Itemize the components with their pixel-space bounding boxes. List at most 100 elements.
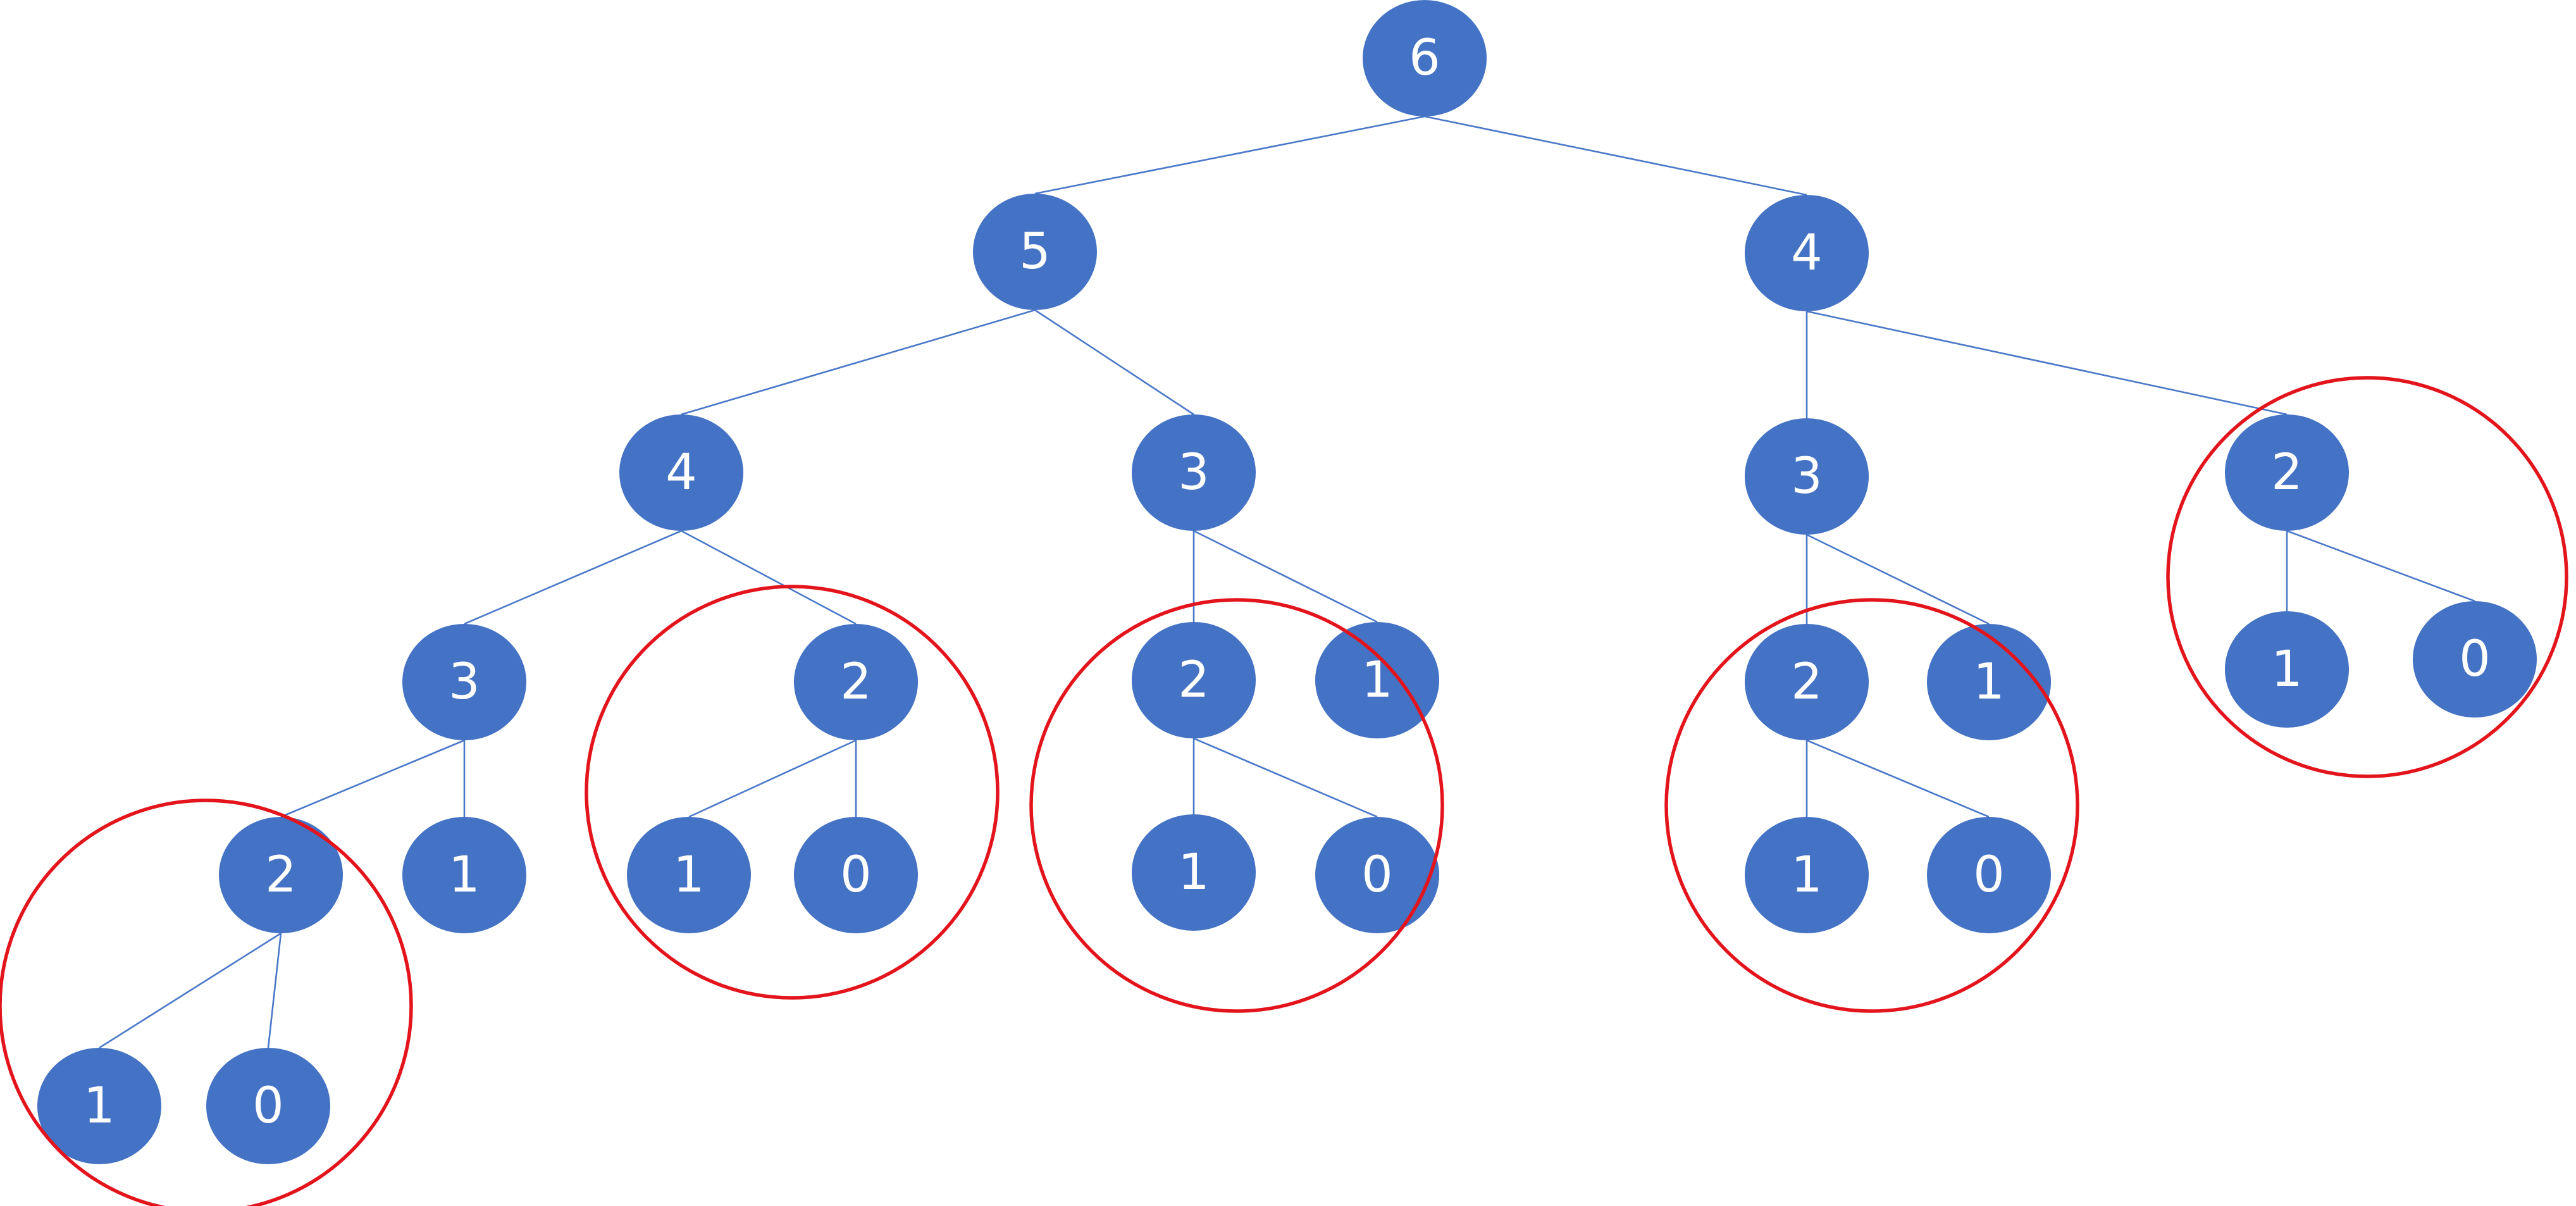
tree-node-n0aa: 0 xyxy=(206,1048,330,1164)
highlight-circle-n2a xyxy=(0,799,413,1206)
node-ellipse xyxy=(1132,414,1256,531)
highlights-layer xyxy=(0,376,2568,1206)
node-label: 4 xyxy=(666,444,697,501)
tree-node-n1dd: 1 xyxy=(1745,817,1869,933)
node-label: 2 xyxy=(840,654,872,711)
edge-n3r-n1d xyxy=(1806,533,1990,625)
node-ellipse xyxy=(1745,418,1869,535)
tree-node-n4l: 4 xyxy=(619,414,743,531)
edge-n3a-n2a xyxy=(280,739,465,818)
node-ellipse xyxy=(206,1048,330,1164)
node-ellipse xyxy=(1132,814,1256,931)
node-label: 1 xyxy=(1361,652,1393,709)
nodes-layer: 6 5 4 4 3 3 2 2 1 1 0 1 0 2 1 1 0 3 2 2 1 1 0 1 0 xyxy=(37,0,2537,1164)
edge-n3m-n1c xyxy=(1193,530,1378,623)
node-ellipse xyxy=(1363,0,1487,116)
edge-n2e-n0e xyxy=(2286,530,2475,602)
tree-node-n0e: 0 xyxy=(2413,601,2537,718)
node-ellipse xyxy=(973,194,1097,310)
node-ellipse xyxy=(402,624,526,740)
node-ellipse xyxy=(1315,622,1439,738)
node-ellipse xyxy=(794,624,918,740)
node-ellipse xyxy=(627,817,751,933)
node-label: 6 xyxy=(1409,30,1440,87)
node-label: 3 xyxy=(449,654,480,711)
edge-n5-n3m xyxy=(1034,309,1194,416)
tree-node-n5: 5 xyxy=(973,194,1097,310)
node-ellipse xyxy=(619,414,743,531)
tree-node-n0b: 0 xyxy=(794,817,918,933)
node-label: 2 xyxy=(1791,654,1823,711)
highlight-circle-n2b xyxy=(585,585,1000,1000)
edge-n2c-n0cc xyxy=(1193,737,1378,818)
node-ellipse xyxy=(2225,414,2349,531)
tree-node-n4r: 4 xyxy=(1745,195,1869,311)
edge-n4l-n2b xyxy=(681,530,857,625)
node-ellipse xyxy=(1927,817,2051,933)
edge-n4l-n3a xyxy=(464,530,682,625)
tree-node-n3m: 3 xyxy=(1132,414,1256,531)
node-label: 4 xyxy=(1791,225,1823,282)
node-ellipse xyxy=(794,817,918,933)
node-ellipse xyxy=(1132,622,1256,738)
node-label: 0 xyxy=(2459,631,2491,688)
node-ellipse xyxy=(1745,195,1869,311)
tree-node-n1cc: 1 xyxy=(1132,814,1256,931)
highlight-circle-n2c xyxy=(1029,598,1444,1013)
tree-node-n2a: 2 xyxy=(219,817,343,933)
highlight-circle-n2d xyxy=(1664,598,2079,1013)
node-ellipse xyxy=(2225,611,2349,728)
node-label: 0 xyxy=(840,847,872,904)
node-label: 1 xyxy=(1178,844,1210,901)
node-ellipse xyxy=(1745,624,1869,740)
edge-n5-n4l xyxy=(681,309,1036,416)
node-label: 1 xyxy=(1973,654,2005,711)
edge-n6-n4r xyxy=(1424,115,1807,196)
node-label: 3 xyxy=(1791,448,1823,505)
edge-n2b-n1b xyxy=(688,739,857,818)
edge-n4r-n2e xyxy=(1806,310,2288,416)
tree-node-n2b: 2 xyxy=(794,624,918,740)
node-label: 3 xyxy=(1178,444,1210,501)
edge-n2d-n0dd xyxy=(1806,739,1990,818)
node-ellipse xyxy=(1745,817,1869,933)
tree-node-n3a: 3 xyxy=(402,624,526,740)
node-ellipse xyxy=(402,817,526,933)
tree-node-n1b: 1 xyxy=(627,817,751,933)
node-label: 2 xyxy=(2271,444,2303,501)
node-label: 1 xyxy=(2271,641,2303,698)
node-ellipse xyxy=(1927,624,2051,740)
tree-node-n1d: 1 xyxy=(1927,624,2051,740)
tree-node-n1aa: 1 xyxy=(37,1048,161,1164)
node-ellipse xyxy=(219,817,343,933)
tree-node-n2e: 2 xyxy=(2225,414,2349,531)
tree-node-n3r: 3 xyxy=(1745,418,1869,535)
node-label: 1 xyxy=(1791,847,1823,904)
tree-node-n1e: 1 xyxy=(2225,611,2349,728)
node-label: 2 xyxy=(265,847,297,904)
tree-node-n0dd: 0 xyxy=(1927,817,2051,933)
node-label: 1 xyxy=(84,1078,115,1135)
tree-node-n2c: 2 xyxy=(1132,622,1256,738)
highlight-circle-n2e xyxy=(2166,376,2568,778)
edge-n2a-n1aa xyxy=(99,932,282,1049)
tree-node-n0cc: 0 xyxy=(1315,817,1439,933)
edge-n2a-n0aa xyxy=(267,933,282,1048)
edge-n6-n5 xyxy=(1034,115,1425,195)
node-label: 5 xyxy=(1019,223,1051,280)
edges-layer xyxy=(99,115,2475,1049)
tree-node-n2d: 2 xyxy=(1745,624,1869,740)
node-label: 1 xyxy=(673,847,705,904)
node-ellipse xyxy=(37,1048,161,1164)
node-label: 0 xyxy=(252,1078,284,1135)
node-label: 0 xyxy=(1973,847,2005,904)
node-ellipse xyxy=(2413,601,2537,718)
node-label: 0 xyxy=(1361,847,1393,904)
tree-node-n1a: 1 xyxy=(402,817,526,933)
node-ellipse xyxy=(1315,817,1439,933)
tree-node-n1c: 1 xyxy=(1315,622,1439,738)
node-label: 1 xyxy=(449,847,480,904)
node-label: 2 xyxy=(1178,652,1210,709)
